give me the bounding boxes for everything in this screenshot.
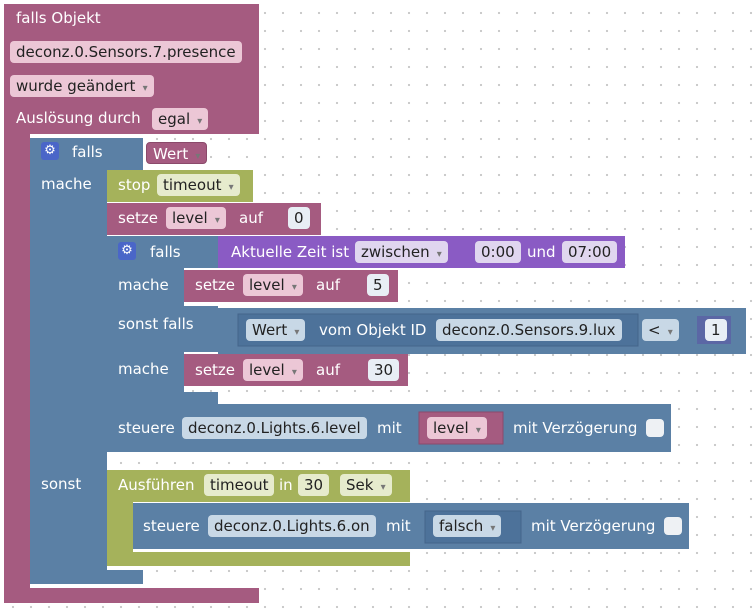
- trigger-condition-dropdown[interactable]: wurde geändert: [10, 75, 154, 97]
- current-time-label: Aktuelle Zeit ist: [231, 243, 350, 261]
- set-value-field[interactable]: 0: [288, 207, 310, 229]
- set-var-dropdown[interactable]: level: [166, 207, 226, 229]
- trigger-by-label: Auslösung durch: [16, 109, 141, 127]
- set-var-dropdown[interactable]: level: [243, 359, 303, 381]
- set-label: setze: [195, 361, 236, 379]
- delay-label: mit Verzögerung: [531, 517, 656, 535]
- time-end-field[interactable]: 07:00: [562, 241, 618, 263]
- operator-dropdown[interactable]: <: [642, 319, 679, 341]
- inner-do2-label: mache: [118, 360, 169, 378]
- outer-if-label: falls: [72, 143, 103, 161]
- timeout-unit-dropdown[interactable]: Sek: [340, 474, 392, 496]
- inner-if-block-shape[interactable]: [107, 236, 218, 404]
- trigger-by-dropdown[interactable]: egal: [152, 108, 209, 130]
- timeout-name-field[interactable]: timeout: [204, 474, 275, 496]
- and-label: und: [527, 243, 556, 261]
- gear-icon[interactable]: ⚙: [41, 142, 59, 160]
- inner-do1-label: mache: [118, 276, 169, 294]
- time-op-dropdown[interactable]: zwischen: [355, 241, 448, 263]
- trigger-title: falls Objekt: [16, 9, 101, 27]
- set-to-label: auf: [316, 361, 340, 379]
- delay-label: mit Verzögerung: [513, 419, 638, 437]
- set-to-label: auf: [316, 276, 340, 294]
- time-start-field[interactable]: 0:00: [475, 241, 521, 263]
- with-label: mit: [386, 517, 411, 535]
- timeout-delay-field[interactable]: 30: [298, 474, 330, 496]
- outer-do-label: mache: [41, 175, 92, 193]
- stop-timeout-dropdown[interactable]: timeout: [157, 174, 240, 196]
- run-label: Ausführen: [118, 476, 195, 494]
- set-value-field[interactable]: 5: [367, 274, 389, 296]
- set-var-dropdown[interactable]: level: [243, 274, 303, 296]
- set-label: setze: [118, 209, 159, 227]
- delay-checkbox[interactable]: [664, 517, 682, 535]
- timeout-block-shape[interactable]: [107, 470, 410, 566]
- stop-label: stop: [118, 176, 151, 194]
- compare-number-field[interactable]: 1: [705, 319, 727, 341]
- value-dropdown[interactable]: Wert: [246, 319, 306, 341]
- in-label: in: [279, 476, 293, 494]
- level-value-dropdown[interactable]: level: [427, 417, 487, 439]
- trigger-block-shape[interactable]: [4, 4, 259, 603]
- control-object-id-field[interactable]: deconz.0.Lights.6.on: [208, 515, 376, 537]
- control-label: steuere: [143, 517, 200, 535]
- delay-checkbox[interactable]: [646, 419, 664, 437]
- inner-if-label: falls: [150, 243, 181, 261]
- inner-elseif-label: sonst falls: [118, 315, 194, 333]
- of-object-label: vom Objekt ID: [319, 321, 427, 339]
- outer-if-value-dropdown[interactable]: Wert: [146, 142, 208, 164]
- control-object-id-field[interactable]: deconz.0.Lights.6.level: [182, 417, 367, 439]
- falsch-dropdown[interactable]: falsch: [433, 515, 502, 537]
- gear-icon[interactable]: ⚙: [118, 242, 136, 260]
- lux-object-id-field[interactable]: deconz.0.Sensors.9.lux: [436, 319, 622, 341]
- with-label: mit: [377, 419, 402, 437]
- trigger-object-id-field[interactable]: deconz.0.Sensors.7.presence: [10, 41, 242, 63]
- set-to-label: auf: [239, 209, 263, 227]
- set-value-field[interactable]: 30: [368, 359, 400, 381]
- control-label: steuere: [118, 419, 175, 437]
- outer-else-label: sonst: [41, 475, 82, 493]
- set-label: setze: [195, 276, 236, 294]
